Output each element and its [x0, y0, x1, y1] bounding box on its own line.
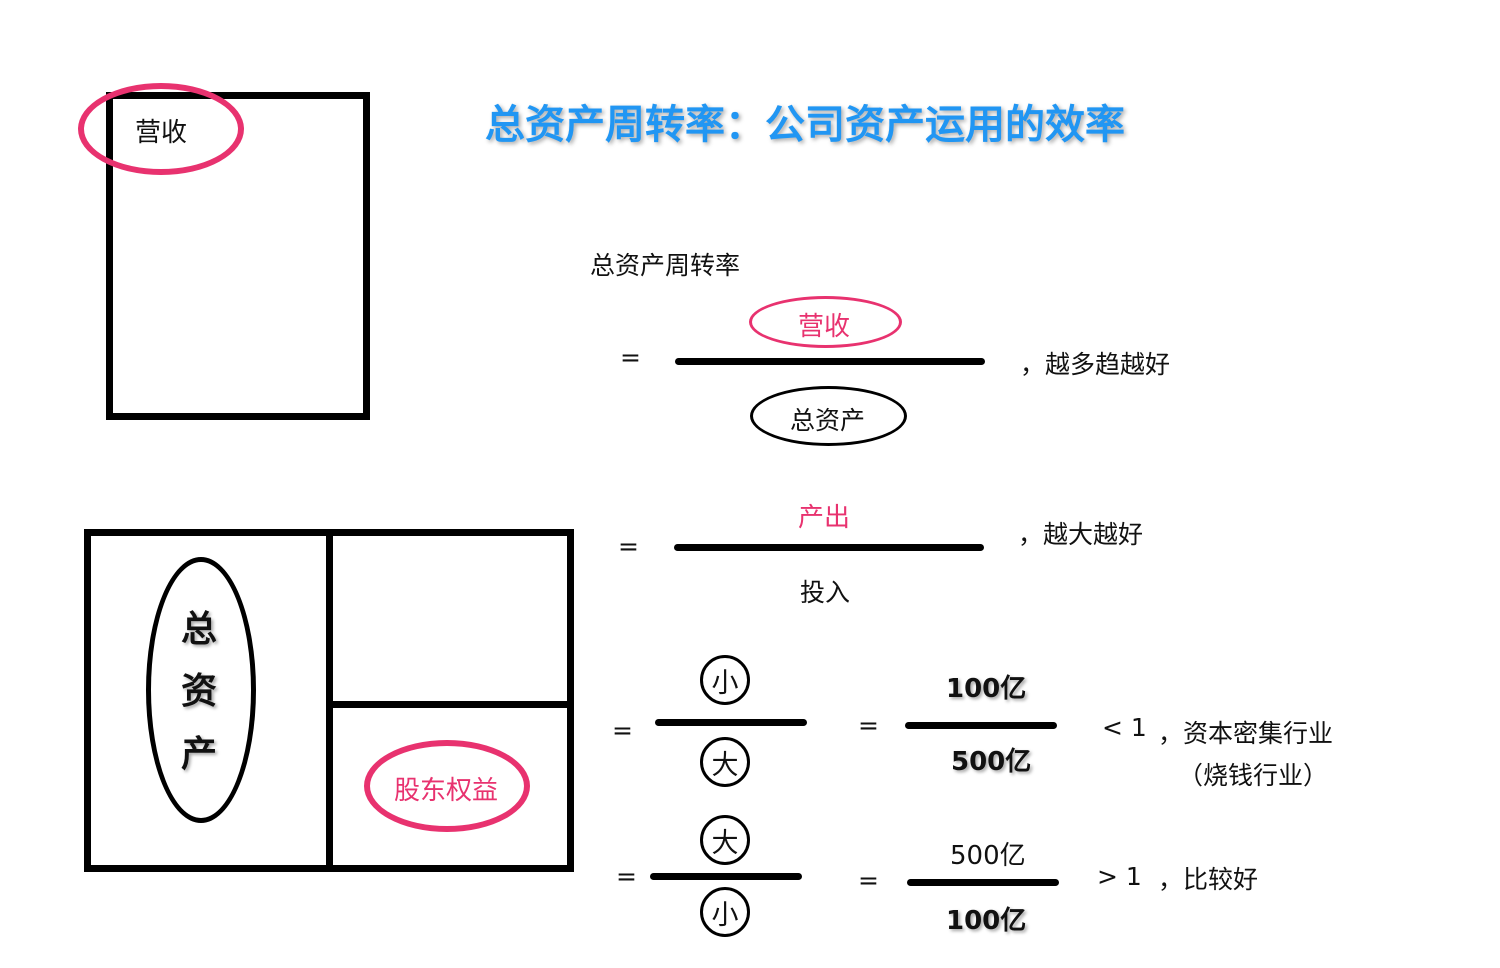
row4-denominator-value: 100亿 — [946, 906, 1027, 936]
row3-fraction-line — [655, 719, 807, 726]
row4-comment: ，比较好 — [1158, 865, 1259, 894]
row4-fraction-line — [650, 873, 802, 880]
row4-equals: = — [616, 862, 637, 891]
row1-denominator-ellipse — [750, 386, 907, 446]
balance-sheet-divider-horizontal — [329, 701, 571, 708]
row2-denominator: 投入 — [800, 578, 851, 607]
row4-numerator-circle: 大 — [700, 815, 750, 865]
row1-numerator: 营收 — [798, 312, 851, 342]
formula-label: 总资产周转率 — [590, 251, 741, 280]
row3-equals: = — [612, 716, 633, 745]
row3-comment: ，资本密集行业 — [1158, 719, 1334, 748]
row3-denominator-value: 500亿 — [951, 747, 1032, 777]
page-title: 总资产周转率：公司资产运用的效率 — [485, 102, 1125, 148]
row4-denominator: 小 — [711, 899, 739, 931]
row1-fraction-line — [675, 358, 985, 365]
row1-denominator: 总资产 — [790, 406, 866, 435]
row3-value-fraction-line — [905, 722, 1057, 729]
row3-denominator-circle: 大 — [700, 737, 750, 787]
row4-equals-2: = — [858, 866, 879, 895]
row2-numerator: 产出 — [798, 503, 851, 533]
revenue-highlight-ellipse — [78, 83, 244, 175]
equity-highlight-ellipse — [364, 740, 530, 832]
row2-fraction-line — [674, 544, 984, 551]
row2-comment: ，越大越好 — [1018, 520, 1144, 549]
row1-comment: ，越多趋越好 — [1020, 350, 1171, 379]
revenue-label: 营收 — [135, 118, 188, 148]
row1-equals: = — [620, 343, 641, 372]
row3-numerator-circle: 小 — [700, 655, 750, 705]
row3-numerator: 小 — [711, 667, 739, 699]
row3-numerator-value: 100亿 — [946, 674, 1027, 704]
row1-numerator-ellipse — [749, 296, 902, 348]
total-assets-ellipse — [146, 557, 256, 823]
row4-value-fraction-line — [907, 879, 1059, 886]
row2-equals: = — [618, 532, 639, 561]
row3-denominator: 大 — [711, 749, 739, 781]
revenue-box — [106, 92, 370, 420]
row4-compare: > 1 — [1097, 862, 1142, 891]
total-assets-char-1: 总 — [181, 609, 218, 650]
row4-numerator: 大 — [711, 827, 739, 859]
row3-comment-2: （烧钱行业） — [1178, 761, 1329, 790]
row3-compare: < 1 — [1102, 713, 1147, 742]
row4-denominator-circle: 小 — [700, 887, 750, 937]
equity-label: 股东权益 — [394, 776, 499, 806]
row4-numerator-value: 500亿 — [950, 841, 1026, 871]
total-assets-char-2: 资 — [181, 671, 218, 712]
row3-equals-2: = — [858, 711, 879, 740]
total-assets-char-3: 产 — [181, 734, 218, 775]
